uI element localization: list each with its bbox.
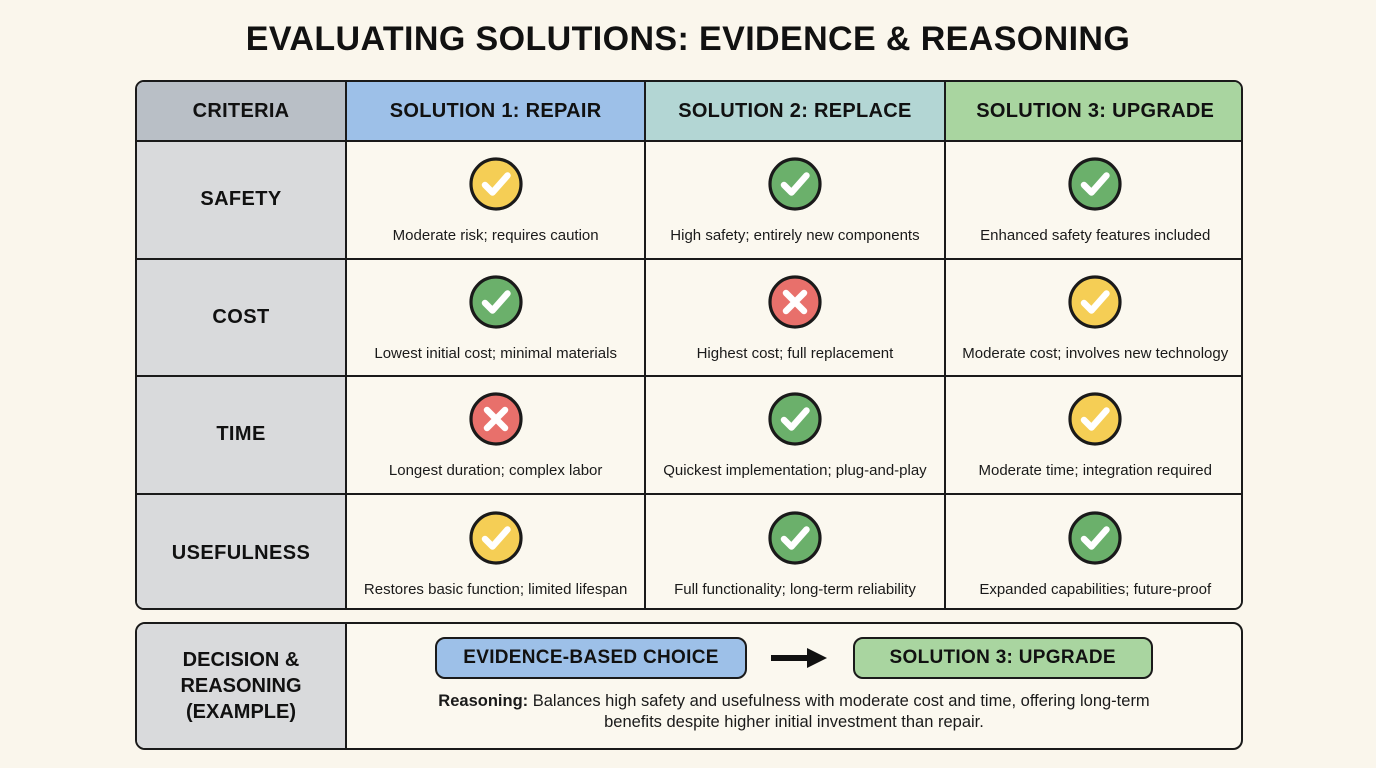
cell-note: Moderate risk; requires caution [392, 227, 599, 245]
check-circle-good-icon [766, 155, 824, 213]
header-label-solution2: SOLUTION 2: REPLACE [678, 99, 912, 122]
header-cell-criteria: CRITERIA [137, 82, 347, 142]
criteria-label: SAFETY [200, 188, 282, 211]
header-cell-solution3: SOLUTION 3: UPGRADE [945, 82, 1241, 142]
reasoning-text: Reasoning: Balances high safety and usef… [414, 691, 1174, 734]
page-title: EVALUATING SOLUTIONS: EVIDENCE & REASONI… [245, 20, 1131, 58]
decision-label-line-2: REASONING [180, 675, 302, 697]
cell-note: High safety; entirely new components [670, 227, 920, 245]
decision-panel-label: DECISION & REASONING (EXAMPLE) [137, 624, 347, 748]
decision-label-line-1: DECISION & [182, 649, 300, 671]
cell-note: Expanded capabilities; future-proof [979, 580, 1212, 598]
decision-choice-row: EVIDENCE-BASED CHOICE SOLUTION 3: UPGRAD… [435, 636, 1153, 679]
decision-reasoning-panel: DECISION & REASONING (EXAMPLE) EVIDENCE-… [135, 622, 1243, 750]
header-cell-solution1: SOLUTION 1: REPAIR [347, 82, 647, 142]
check-circle-caution-icon [467, 509, 525, 567]
cell-note: Restores basic function; limited lifespa… [363, 580, 628, 598]
criteria-cell-time: TIME [137, 377, 347, 495]
table-row: USEFULNESS Restores basic function; limi… [137, 494, 1241, 608]
criteria-label: COST [212, 305, 270, 328]
cell-cost-solution1: Lowest initial cost; minimal materials [347, 259, 647, 377]
right-arrow-icon [769, 645, 831, 671]
check-circle-good-icon [1066, 509, 1124, 567]
evaluation-matrix-table: CRITERIA SOLUTION 1: REPAIR SOLUTION 2: … [135, 80, 1243, 610]
cell-time-solution1: Longest duration; complex labor [347, 377, 647, 495]
cell-note: Moderate cost; involves new technology [962, 344, 1229, 362]
criteria-label: USEFULNESS [171, 541, 311, 564]
table-row: COST Lowest initial cost; minimal materi… [137, 259, 1241, 377]
criteria-label: TIME [216, 423, 266, 446]
cell-cost-solution2: Highest cost; full replacement [646, 259, 946, 377]
check-circle-good-icon [1066, 155, 1124, 213]
check-circle-caution-icon [467, 155, 525, 213]
check-circle-caution-icon [1066, 390, 1124, 448]
cell-usefulness-solution3: Expanded capabilities; future-proof [945, 494, 1241, 608]
cell-usefulness-solution2: Full functionality; long-term reliabilit… [646, 494, 946, 608]
x-circle-bad-icon [766, 273, 824, 331]
reasoning-body: Balances high safety and usefulness with… [528, 691, 1150, 731]
criteria-cell-usefulness: USEFULNESS [137, 494, 347, 608]
criteria-cell-cost: COST [137, 259, 347, 377]
cell-note: Longest duration; complex labor [388, 462, 603, 480]
cell-note: Highest cost; full replacement [696, 344, 894, 362]
reasoning-label: Reasoning: [438, 691, 529, 710]
selected-solution-badge[interactable]: SOLUTION 3: UPGRADE [852, 636, 1153, 679]
cell-note: Enhanced safety features included [980, 227, 1211, 245]
check-circle-good-icon [766, 509, 824, 567]
table-row: TIME Longest duration; complex labor Qui… [137, 377, 1241, 495]
table-row: SAFETY Moderate risk; requires caution H… [137, 142, 1241, 260]
header-label-criteria: CRITERIA [192, 99, 290, 122]
evidence-based-choice-badge[interactable]: EVIDENCE-BASED CHOICE [435, 636, 747, 679]
cell-note: Full functionality; long-term reliabilit… [674, 580, 916, 598]
cell-time-solution3: Moderate time; integration required [945, 377, 1241, 495]
cell-safety-solution3: Enhanced safety features included [945, 142, 1241, 260]
cell-note: Moderate time; integration required [978, 462, 1212, 480]
table-header-row: CRITERIA SOLUTION 1: REPAIR SOLUTION 2: … [137, 82, 1241, 142]
x-circle-bad-icon [467, 390, 525, 448]
cell-safety-solution1: Moderate risk; requires caution [347, 142, 647, 260]
cell-note: Lowest initial cost; minimal materials [374, 344, 617, 362]
header-label-solution3: SOLUTION 3: UPGRADE [976, 99, 1215, 122]
header-cell-solution2: SOLUTION 2: REPLACE [646, 82, 946, 142]
decision-label-line-3: (EXAMPLE) [186, 701, 296, 723]
check-circle-caution-icon [1066, 273, 1124, 331]
decision-panel-body: EVIDENCE-BASED CHOICE SOLUTION 3: UPGRAD… [347, 624, 1241, 748]
cell-usefulness-solution1: Restores basic function; limited lifespa… [347, 494, 647, 608]
cell-note: Quickest implementation; plug-and-play [663, 462, 927, 480]
cell-safety-solution2: High safety; entirely new components [646, 142, 946, 260]
header-label-solution1: SOLUTION 1: REPAIR [389, 99, 602, 122]
cell-time-solution2: Quickest implementation; plug-and-play [646, 377, 946, 495]
cell-cost-solution3: Moderate cost; involves new technology [945, 259, 1241, 377]
criteria-cell-safety: SAFETY [137, 142, 347, 260]
check-circle-good-icon [766, 390, 824, 448]
check-circle-good-icon [467, 273, 525, 331]
